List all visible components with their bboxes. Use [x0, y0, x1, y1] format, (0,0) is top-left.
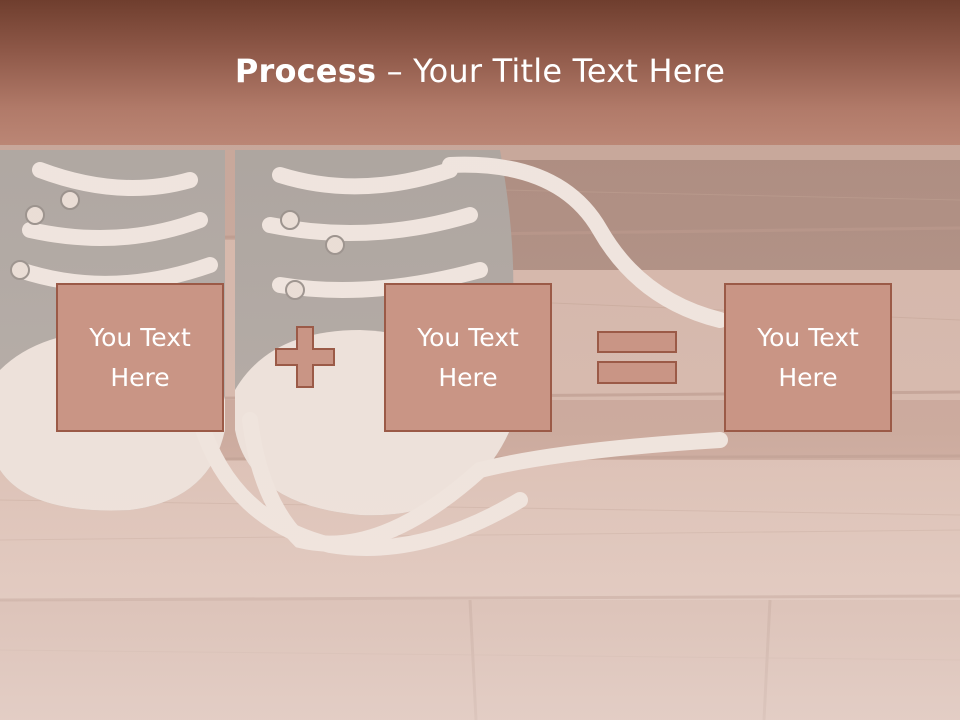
equals-icon — [597, 331, 677, 384]
process-box-1-text: You Text Here — [89, 322, 191, 392]
slide-title: Process – Your Title Text Here — [0, 52, 960, 90]
plus-icon — [275, 326, 335, 388]
title-band: Process – Your Title Text Here — [0, 0, 960, 145]
title-bold-part: Process — [234, 52, 377, 90]
process-box-3-text: You Text Here — [757, 322, 859, 392]
process-box-2: You Text Here — [384, 283, 552, 432]
process-box-2-text: You Text Here — [417, 322, 519, 392]
process-box-3: You Text Here — [724, 283, 892, 432]
title-rest-part: – Your Title Text Here — [376, 52, 726, 90]
process-box-1: You Text Here — [56, 283, 224, 432]
